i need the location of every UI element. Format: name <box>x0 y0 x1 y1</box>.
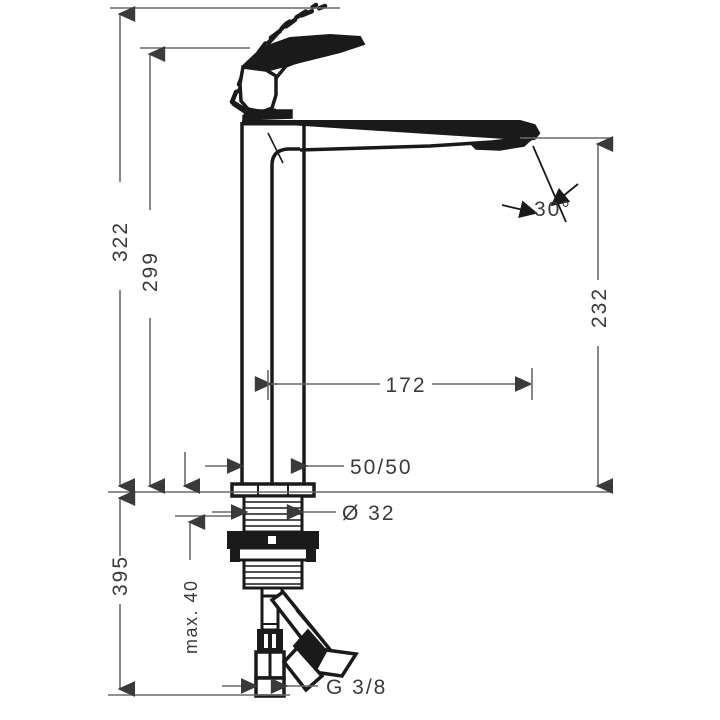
dim-g38-label: G 3/8 <box>326 676 387 699</box>
faucet-base-flange <box>230 482 316 498</box>
faucet-object <box>227 2 541 698</box>
faucet-mounting-nut <box>227 531 319 562</box>
faucet-body-cap <box>242 109 293 121</box>
faucet-lower-thread <box>242 558 304 598</box>
dim-232-label: 232 <box>588 287 611 328</box>
dim-30deg-group: 30° <box>501 145 579 223</box>
faucet-threaded-shank <box>242 494 304 534</box>
dim-d32-label: Ø 32 <box>342 502 396 525</box>
dim-395-label: 395 <box>109 555 132 596</box>
dim-395-group: 395 <box>109 490 136 697</box>
dim-max40-group: max. 40 <box>181 514 206 654</box>
dim-g38-group: G 3/8 <box>222 676 387 699</box>
dim-5050-label: 50/50 <box>350 456 413 479</box>
supply-hose-angled <box>269 589 359 693</box>
dim-5050-group: 50/50 <box>205 456 413 479</box>
dim-299-group: 299 <box>139 46 166 494</box>
dim-30deg-label: 30° <box>534 198 572 221</box>
dim-299-label: 299 <box>139 251 162 292</box>
dim-172-group: 172 <box>254 368 533 400</box>
dim-232-group: 232 <box>588 136 614 494</box>
faucet-spout <box>242 120 541 190</box>
dim-max40-label: max. 40 <box>181 579 201 654</box>
dim-322-group: 322 <box>109 6 136 494</box>
dim-172-label: 172 <box>385 374 426 397</box>
faucet-column <box>240 122 306 484</box>
dim-322-label: 322 <box>109 221 132 262</box>
dim-d32-group: Ø 32 <box>212 502 396 525</box>
